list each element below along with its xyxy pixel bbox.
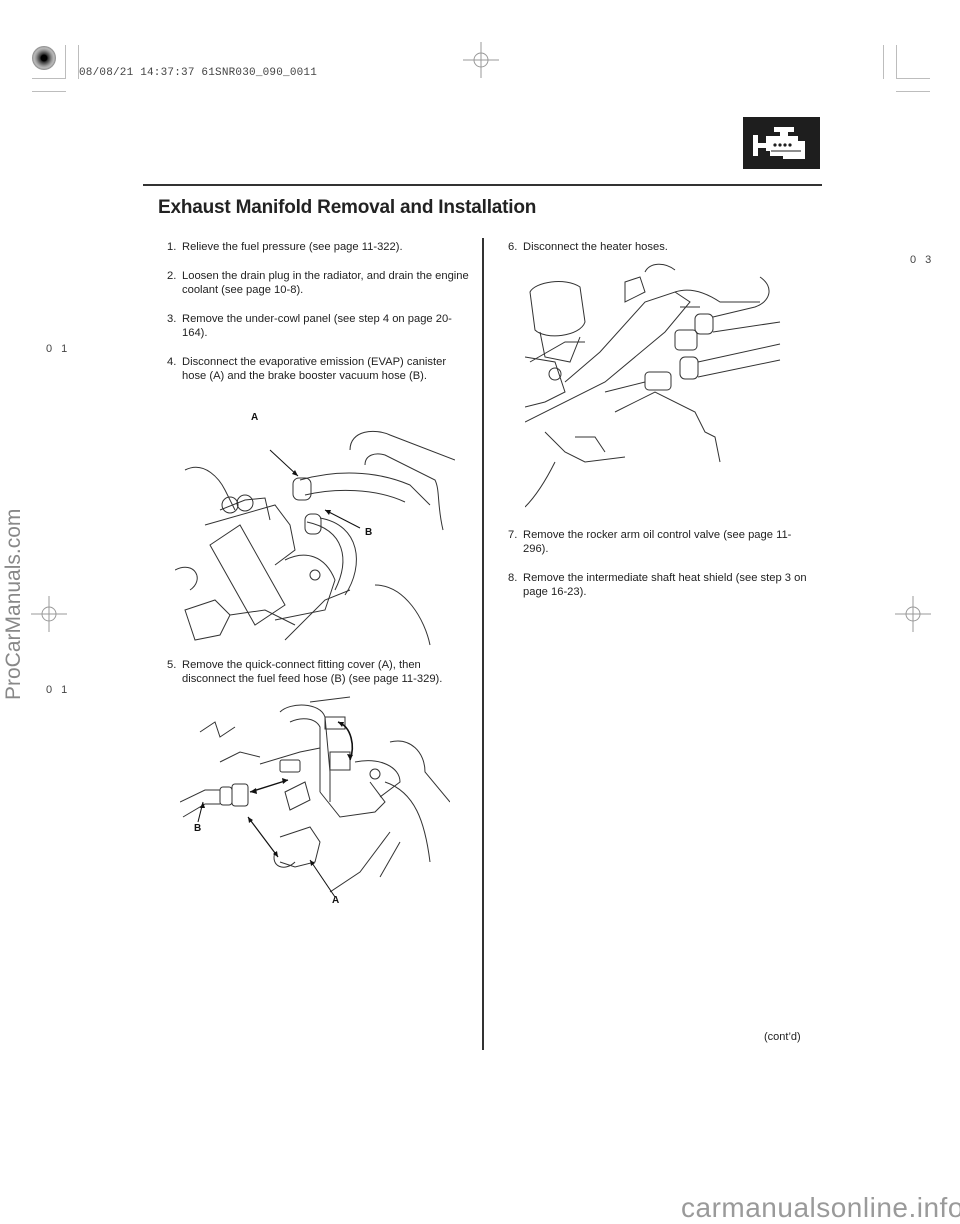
column-divider [482,238,484,1050]
step-number: 7. [508,529,518,541]
step-number: 8. [508,572,518,584]
continued-label: (cont’d) [764,1031,801,1043]
registration-target-icon [32,46,56,70]
step-text: Remove the quick-connect fitting cover (… [182,659,443,685]
crop-mark [78,45,79,79]
watermark-carmanualsonline: carmanualsonline.info [681,1192,960,1223]
crop-mark [896,78,930,79]
margin-code-left-bottom: 0 1 [46,684,71,696]
engine-icon [743,117,820,169]
step-text: Loosen the drain plug in the radiator, a… [182,270,469,296]
step-number: 5. [167,659,177,671]
figure-fuel-feed-hose [180,696,450,898]
step-number: 4. [167,356,177,368]
step-number: 3. [167,313,177,325]
figure-heater-hoses [525,263,781,508]
step-5: 5. Remove the quick-connect fitting cove… [167,658,477,686]
registration-crosshair-icon [463,42,499,78]
callout-a: A [251,412,259,423]
crop-mark [896,91,930,92]
crop-mark [65,45,66,79]
step-text: Remove the under-cowl panel (see step 4 … [182,313,452,339]
step-number: 2. [167,270,177,282]
crop-mark [32,78,66,79]
margin-code-left-top: 0 1 [46,343,71,355]
registration-crosshair-icon [31,596,67,632]
callout-b: B [365,527,373,538]
step-text: Relieve the fuel pressure (see page 11-3… [182,241,403,253]
step-8: 8. Remove the intermediate shaft heat sh… [508,571,808,599]
step-text: Disconnect the heater hoses. [523,241,668,253]
step-4: 4. Disconnect the evaporative emission (… [167,355,457,383]
crop-mark [32,91,66,92]
registration-crosshair-icon [895,596,931,632]
crop-mark [883,45,884,79]
header-rule [143,184,822,186]
print-stamp: 08/08/21 14:37:37 61SNR030_090_0011 [79,67,318,79]
callout-a: A [332,895,340,906]
step-text: Remove the intermediate shaft heat shiel… [523,572,807,598]
page-title: Exhaust Manifold Removal and Installatio… [158,197,537,218]
step-2: 2. Loosen the drain plug in the radiator… [167,269,477,297]
step-text: Disconnect the evaporative emission (EVA… [182,356,447,382]
step-6: 6. Disconnect the heater hoses. [508,240,808,254]
watermark-procarmanuals: ProCarManuals.com [2,508,25,700]
figure-evap-hoses [175,430,455,646]
callout-b: B [194,823,202,834]
step-number: 6. [508,241,518,253]
step-3: 3. Remove the under-cowl panel (see step… [167,312,467,340]
step-1: 1. Relieve the fuel pressure (see page 1… [167,240,477,254]
step-7: 7. Remove the rocker arm oil control val… [508,528,808,556]
crop-mark [896,45,897,79]
step-text: Remove the rocker arm oil control valve … [523,529,792,555]
margin-code-right-top: 0 3 [910,254,935,266]
step-number: 1. [167,241,177,253]
